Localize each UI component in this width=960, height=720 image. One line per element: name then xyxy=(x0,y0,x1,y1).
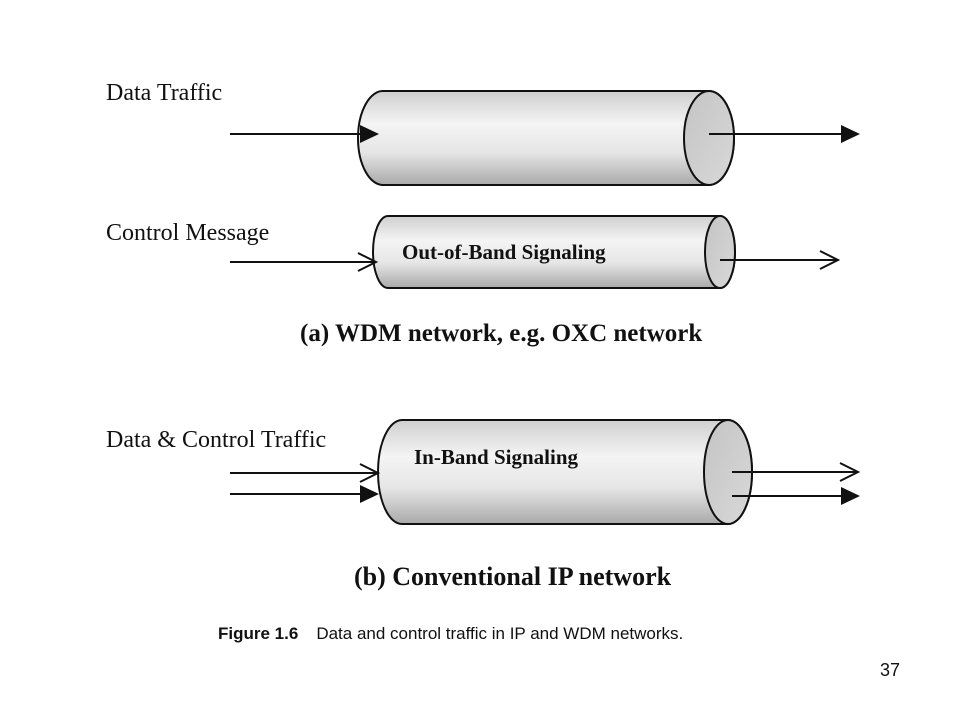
control-message-in-arrow xyxy=(230,252,379,272)
in-band-in-arrow-data xyxy=(230,485,379,503)
data-traffic-label: Data Traffic xyxy=(106,80,223,106)
panel-a-caption: (a) WDM network, e.g. OXC network xyxy=(300,320,703,347)
figure-number: Figure 1.6 xyxy=(218,624,299,643)
figure-text: Data and control traffic in IP and WDM n… xyxy=(316,624,684,643)
panel-b-caption: (b) Conventional IP network xyxy=(354,562,672,591)
control-message-pipe xyxy=(372,215,736,289)
data-traffic-pipe xyxy=(357,90,735,186)
data-traffic-out-arrow xyxy=(709,125,860,143)
in-band-pipe xyxy=(377,419,753,525)
out-of-band-label: Out-of-Band Signaling xyxy=(402,240,606,264)
in-band-in-arrow-control xyxy=(230,463,381,483)
figure-caption: Figure 1.6 Data and control traffic in IP… xyxy=(218,624,683,644)
control-message-out-arrow xyxy=(720,250,841,270)
in-band-label: In-Band Signaling xyxy=(414,445,579,469)
page-number: 37 xyxy=(880,660,901,680)
in-band-out-arrow-data xyxy=(732,487,860,505)
data-traffic-in-arrow xyxy=(230,125,379,143)
control-message-label: Control Message xyxy=(106,220,270,246)
data-control-traffic-label: Data & Control Traffic xyxy=(106,427,327,453)
in-band-out-arrow-control xyxy=(732,462,861,482)
